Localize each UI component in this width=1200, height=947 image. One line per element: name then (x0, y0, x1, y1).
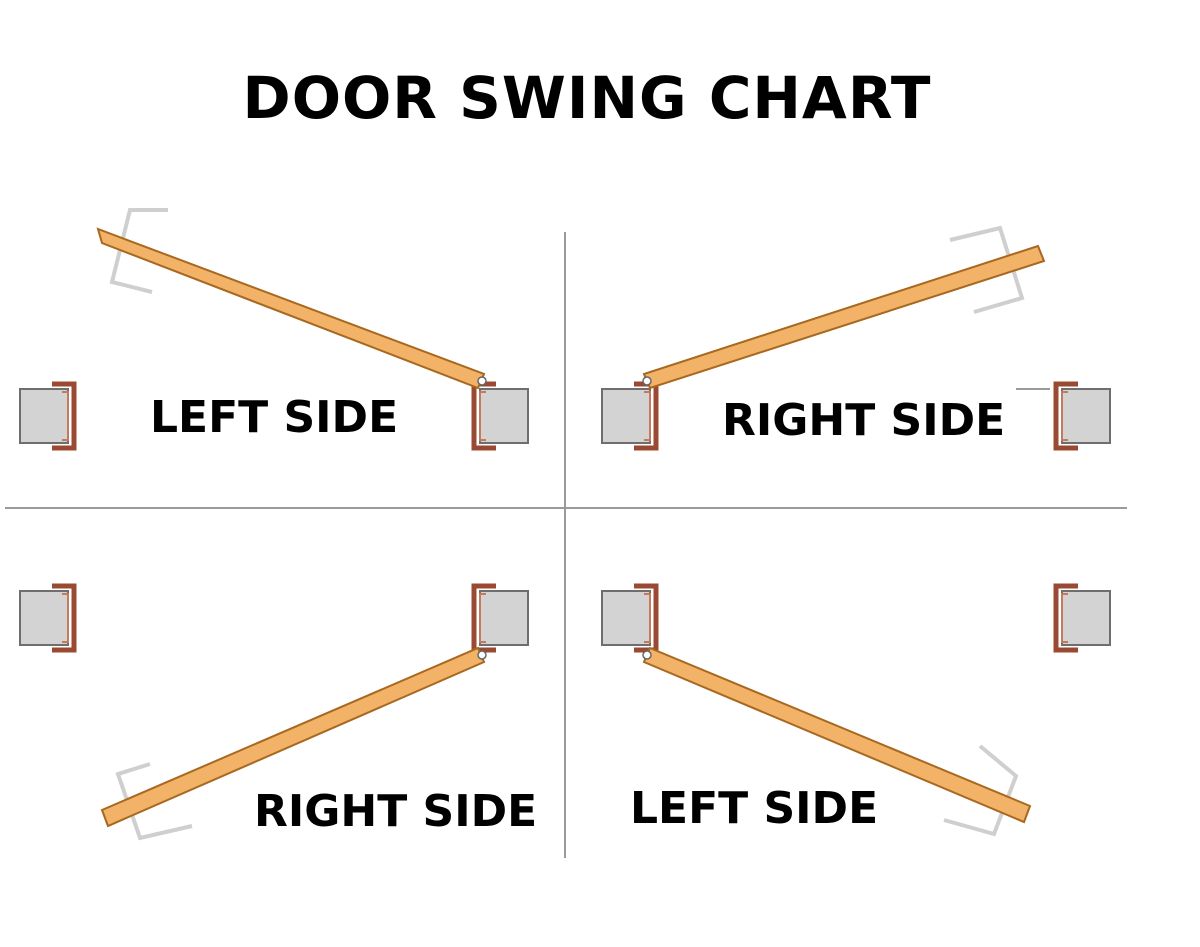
quadrant-bottom-right: LEFT SIDE (601, 583, 1111, 837)
hinge (642, 376, 652, 386)
hinge (477, 650, 487, 660)
door-leaf (96, 227, 486, 390)
door-leaf (642, 244, 1046, 390)
quadrant-label: LEFT SIDE (150, 392, 398, 443)
chart-title: DOOR SWING CHART (243, 64, 932, 132)
wall-jamb-right (471, 381, 529, 451)
quadrant-top-left: LEFT SIDE (19, 208, 529, 451)
hinge (477, 376, 487, 386)
quadrant-label: RIGHT SIDE (254, 786, 537, 837)
wall-jamb-right (471, 583, 529, 653)
quadrant-top-right: RIGHT SIDE (601, 225, 1111, 451)
wall-jamb-left (601, 583, 659, 653)
quadrant-label: LEFT SIDE (630, 783, 878, 834)
wall-jamb-left (19, 381, 77, 451)
hinge (642, 650, 652, 660)
wall-jamb-left (19, 583, 77, 653)
quadrant-label: RIGHT SIDE (722, 395, 1005, 446)
wall-jamb-right (1053, 583, 1111, 653)
wall-jamb-right (1053, 381, 1111, 451)
wall-jamb-left (601, 381, 659, 451)
quadrant-bottom-left: RIGHT SIDE (19, 583, 537, 841)
